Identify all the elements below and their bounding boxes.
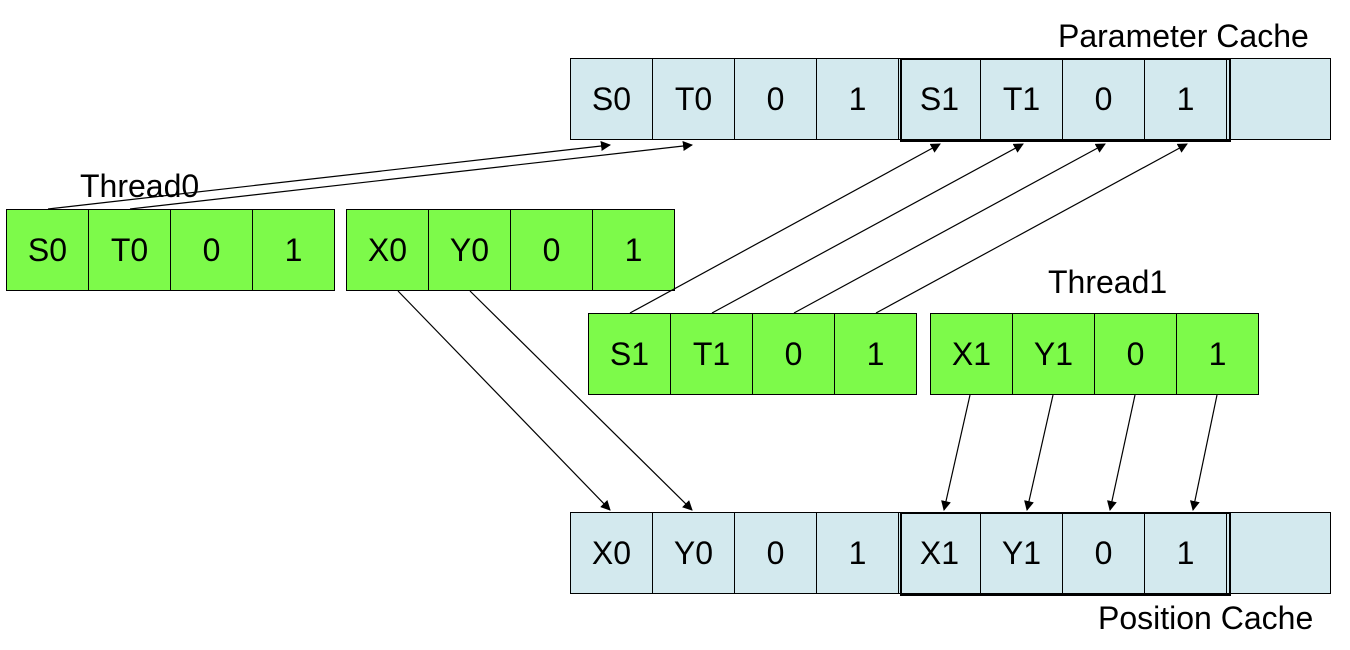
position-cache-cell: X1 [898, 512, 981, 594]
parameter-cache-cell: 1 [1144, 58, 1227, 140]
thread0-position-cell: X0 [346, 209, 429, 291]
parameter-cache-cell: 1 [816, 58, 899, 140]
thread1-position-row: X1 Y1 0 1 [930, 313, 1259, 395]
position-cache-cell [1226, 512, 1331, 594]
position-cache-cell: Y0 [652, 512, 735, 594]
thread0-label: Thread0 [80, 168, 200, 204]
thread0-params-row: S0 T0 0 1 [6, 209, 335, 291]
parameter-cache-row: S0 T0 0 1 S1 T1 0 1 [570, 58, 1331, 140]
parameter-cache-label: Parameter Cache [1058, 18, 1309, 54]
arrow-thread0-s0 [47, 141, 611, 210]
arrow-thread0-t0 [129, 141, 693, 210]
position-cache-cell: 1 [816, 512, 899, 594]
parameter-cache-cell: S1 [898, 58, 981, 140]
thread0-param-cell: T0 [88, 209, 171, 291]
arrow-thread1-s1 [629, 143, 941, 314]
parameter-cache-cell: T1 [980, 58, 1063, 140]
thread1-position-cell: 1 [1176, 313, 1259, 395]
thread1-params-row: S1 T1 0 1 [588, 313, 917, 395]
arrow-thread0-x0 [397, 290, 611, 511]
position-cache-cell: 0 [1062, 512, 1145, 594]
thread0-param-cell: 0 [170, 209, 253, 291]
position-cache-row: X0 Y0 0 1 X1 Y1 0 1 [570, 512, 1331, 594]
thread0-position-cell: Y0 [428, 209, 511, 291]
arrow-thread1-x1 [941, 394, 971, 511]
arrow-thread0-y0 [469, 290, 693, 511]
thread0-param-cell: 1 [252, 209, 335, 291]
thread1-param-cell: T1 [670, 313, 753, 395]
thread0-position-cell: 1 [592, 209, 675, 291]
thread0-position-cell: 0 [510, 209, 593, 291]
arrow-thread1-t1 [711, 143, 1024, 314]
arrow-thread1-y1 [1024, 394, 1054, 511]
arrow-thread1-z [793, 143, 1106, 314]
thread1-position-cell: Y1 [1012, 313, 1095, 395]
arrow-thread1-w [875, 143, 1188, 314]
parameter-cache-cell [1226, 58, 1331, 140]
arrow-thread1-z1 [1107, 394, 1136, 511]
position-cache-cell: X0 [570, 512, 653, 594]
position-cache-label: Position Cache [1098, 600, 1314, 636]
thread1-label: Thread1 [1048, 264, 1168, 300]
thread1-param-cell: S1 [588, 313, 671, 395]
arrow-thread1-w1 [1189, 394, 1218, 511]
thread0-position-row: X0 Y0 0 1 [346, 209, 675, 291]
parameter-cache-cell: 0 [1062, 58, 1145, 140]
parameter-cache-cell: S0 [570, 58, 653, 140]
thread1-param-cell: 1 [834, 313, 917, 395]
